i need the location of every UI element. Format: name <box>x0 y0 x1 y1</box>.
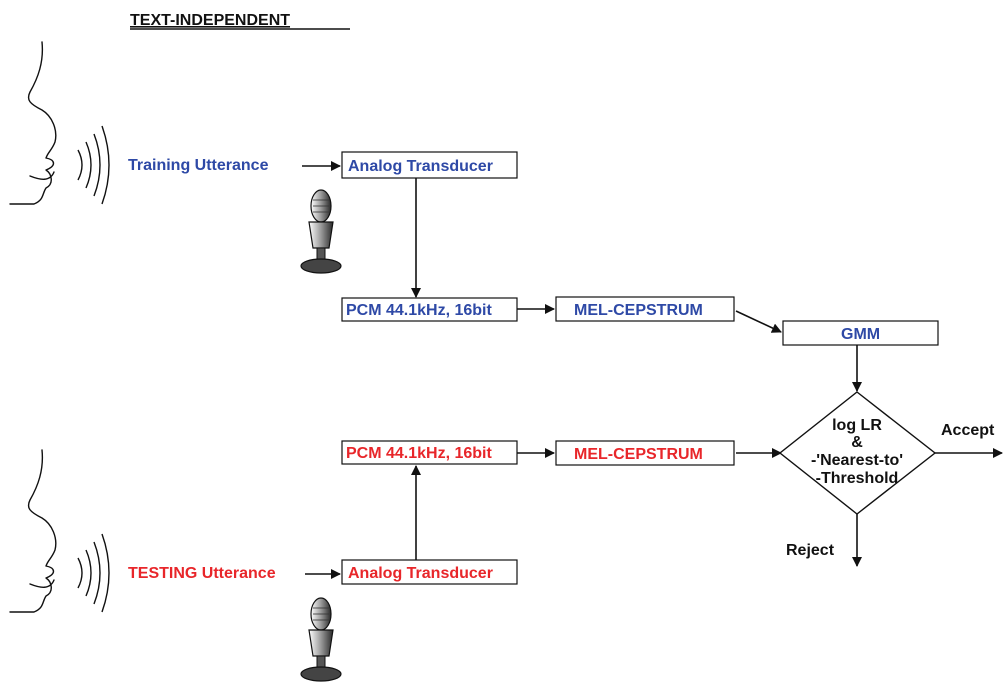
training-mel-label: MEL-CEPSTRUM <box>574 302 703 319</box>
reject-label: Reject <box>786 542 835 559</box>
testing-transducer-label: Analog Transducer <box>348 565 493 582</box>
decision-diamond: log LR & -'Nearest-to' -Threshold <box>780 392 935 514</box>
testing-mel-box: MEL-CEPSTRUM <box>556 441 734 465</box>
testing-mel-label: MEL-CEPSTRUM <box>574 446 703 463</box>
diagram-title: TEXT-INDEPENDENT <box>130 12 290 29</box>
speaking-face-icon <box>10 450 56 612</box>
decision-line-3: -'Nearest-to' <box>811 452 903 469</box>
edge-mel-to-gmm <box>736 311 781 332</box>
training-utterance-label: Training Utterance <box>128 157 269 174</box>
sound-waves-icon <box>78 126 109 204</box>
training-mel-box: MEL-CEPSTRUM <box>556 297 734 321</box>
training-transducer-label: Analog Transducer <box>348 158 493 175</box>
decision-line-4: -Threshold <box>816 470 899 487</box>
testing-pcm-label: PCM 44.1kHz, 16bit <box>346 445 493 462</box>
decision-line-1: log LR <box>832 417 882 434</box>
decision-line-2: & <box>851 434 863 451</box>
training-pcm-box: PCM 44.1kHz, 16bit <box>342 298 517 321</box>
microphone-icon <box>301 190 341 273</box>
training-pcm-label: PCM 44.1kHz, 16bit <box>346 302 493 319</box>
gmm-label: GMM <box>841 326 880 343</box>
sound-waves-icon <box>78 534 109 612</box>
testing-utterance-label: TESTING Utterance <box>128 565 276 582</box>
testing-pcm-box: PCM 44.1kHz, 16bit <box>342 441 517 464</box>
accept-label: Accept <box>941 422 995 439</box>
gmm-box: GMM <box>783 321 938 345</box>
testing-transducer-box: Analog Transducer <box>342 560 517 584</box>
microphone-icon <box>301 598 341 681</box>
speaking-face-icon <box>10 42 56 204</box>
training-transducer-box: Analog Transducer <box>342 152 517 178</box>
